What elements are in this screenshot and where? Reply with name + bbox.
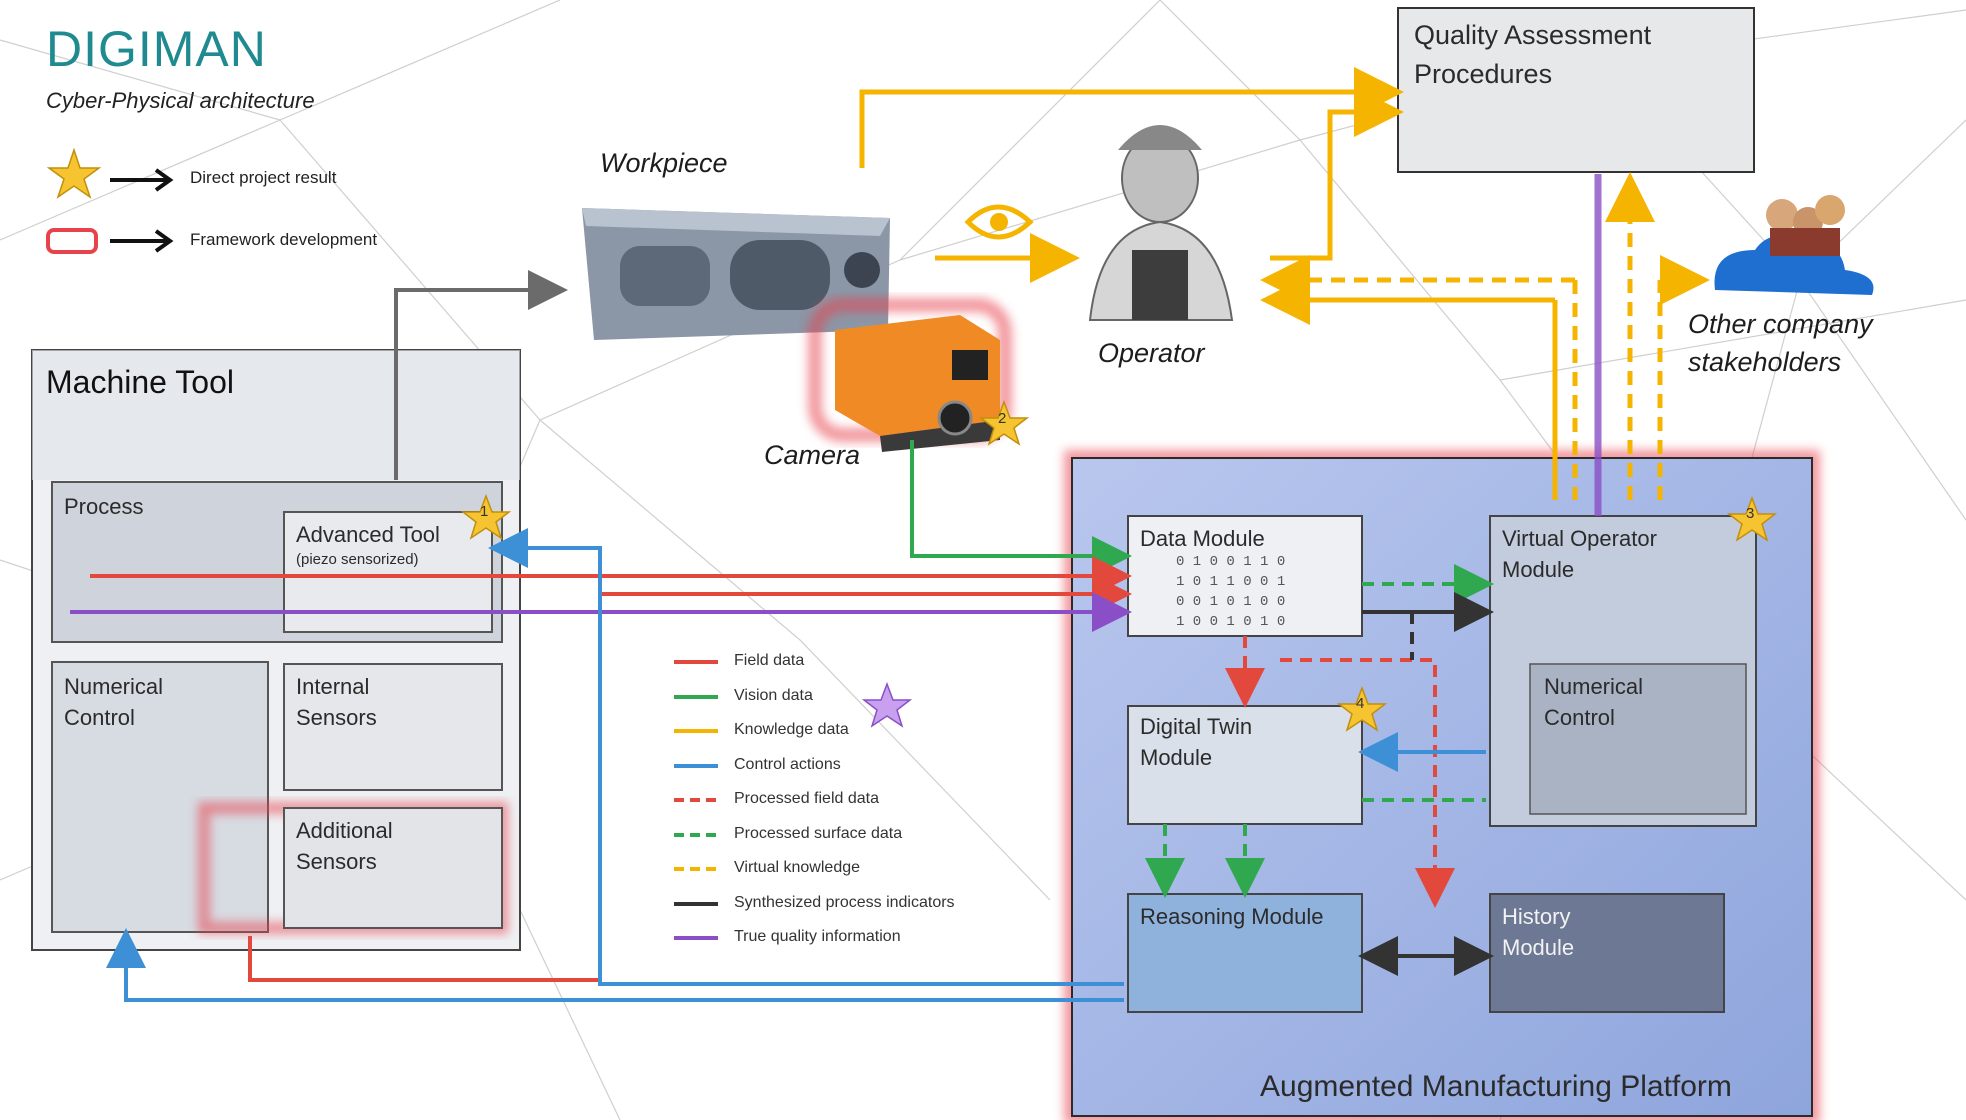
vo-numerical-control-label: Numerical Control: [1544, 674, 1644, 730]
flow-key-label: Processed surface data: [734, 824, 903, 842]
operator-label: Operator: [1098, 338, 1205, 368]
star-2-number: 2: [998, 410, 1007, 427]
additional-sensors-label: Additional Sensors: [296, 818, 393, 874]
flow-key-item: Synthesized process indicators: [674, 893, 955, 912]
flow-key-swatch: [674, 798, 718, 802]
history-module-box: [1489, 893, 1725, 1013]
page-title: DIGIMAN: [46, 21, 267, 77]
flow-key-label: Vision data: [734, 686, 813, 704]
star-icon: [46, 147, 102, 199]
advanced-tool-label: Advanced Tool (piezo sensorized): [296, 522, 440, 568]
digital-twin-box: [1127, 705, 1363, 825]
flow-key-item: Control actions: [674, 755, 841, 774]
star-1-number: 1: [480, 503, 489, 520]
process-label: Process: [64, 494, 144, 519]
data-module-label: Data Module: [1140, 526, 1265, 551]
flow-key-item: Processed surface data: [674, 824, 903, 843]
star-4-icon: [1336, 685, 1388, 732]
reasoning-module-label: Reasoning Module: [1140, 904, 1324, 929]
svg-text:1 0 1 1 0 0 1: 1 0 1 1 0 0 1: [1176, 574, 1285, 590]
star-2-icon: [978, 399, 1030, 446]
internal-sensors-box: [283, 663, 503, 791]
framework-legend-swatch: [46, 228, 98, 254]
flow-key-item: Vision data: [674, 686, 813, 705]
star-3-number: 3: [1746, 505, 1755, 522]
flow-key-swatch: [674, 867, 718, 871]
additional-sensors-box: [283, 807, 503, 929]
flow-key-swatch: [674, 729, 718, 733]
flow-key-swatch: [674, 901, 718, 906]
numerical-control-label: Numerical Control: [64, 674, 164, 730]
flow-key-swatch: [674, 694, 718, 699]
flow-key-item: Field data: [674, 652, 805, 670]
data-module-box: [1127, 515, 1363, 637]
stakeholders-label: Other company stakeholders: [1688, 309, 1873, 377]
qap-label: Quality Assessment Procedures: [1414, 20, 1652, 90]
machine-tool-label: Machine Tool: [46, 364, 234, 400]
camera-label: Camera: [764, 440, 861, 470]
star-1-icon: [460, 493, 512, 540]
flow-key-item: True quality information: [674, 928, 901, 946]
flow-key-item: Knowledge data: [674, 721, 849, 739]
workpiece-image: [582, 208, 890, 340]
virtual-operator-label: Virtual Operator Module: [1502, 526, 1657, 582]
flow-key-swatch: [674, 936, 718, 940]
legend-direct-result: Direct project result: [190, 168, 337, 187]
binary-pattern: 0 1 0 0 1 1 0 1 0 1 1 0 0 1 0 0 1 0 1 0 …: [1176, 554, 1285, 630]
legend-framework: Framework development: [190, 230, 378, 249]
flow-key-label: True quality information: [734, 928, 901, 945]
flow-key-label: Knowledge data: [734, 721, 849, 738]
flow-key-label: Field data: [734, 652, 805, 669]
numerical-control-box: [51, 661, 269, 933]
camera-icon: [808, 298, 1012, 452]
flow-key-item: Processed field data: [674, 790, 879, 808]
eye-icon: [964, 204, 1034, 240]
platform-label: Augmented Manufacturing Platform: [1260, 1070, 1732, 1103]
flow-key-label: Virtual knowledge: [734, 859, 861, 876]
digital-twin-label: Digital Twin Module: [1140, 714, 1253, 770]
page-subtitle: Cyber-Physical architecture: [46, 88, 315, 113]
flow-key-label: Synthesized process indicators: [734, 893, 955, 911]
star-purple-icon: [861, 681, 913, 728]
svg-text:0 0 1 0 1 0 0: 0 0 1 0 1 0 0: [1176, 594, 1285, 610]
star-4-number: 4: [1356, 695, 1365, 712]
svg-text:1 0 0 1 0 1 0: 1 0 0 1 0 1 0: [1176, 614, 1285, 630]
qap-box: [1397, 7, 1755, 173]
flow-key-label: Processed field data: [734, 790, 879, 807]
workpiece-label: Workpiece: [600, 148, 728, 178]
flow-key-swatch: [674, 660, 718, 664]
flow-key-swatch: [674, 832, 718, 837]
svg-text:0 1 0 0 1 1 0: 0 1 0 0 1 1 0: [1176, 554, 1285, 570]
flow-key-label: Control actions: [734, 755, 841, 773]
flow-key-swatch: [674, 763, 718, 768]
star-3-icon: [1726, 495, 1778, 542]
flow-key-item: Virtual knowledge: [674, 859, 861, 877]
history-module-label: History Module: [1502, 904, 1575, 960]
operator-icon: [1088, 125, 1234, 321]
internal-sensors-label: Internal Sensors: [296, 674, 377, 730]
arrow-icon: [110, 168, 174, 253]
stakeholders-icon: [1714, 195, 1874, 295]
